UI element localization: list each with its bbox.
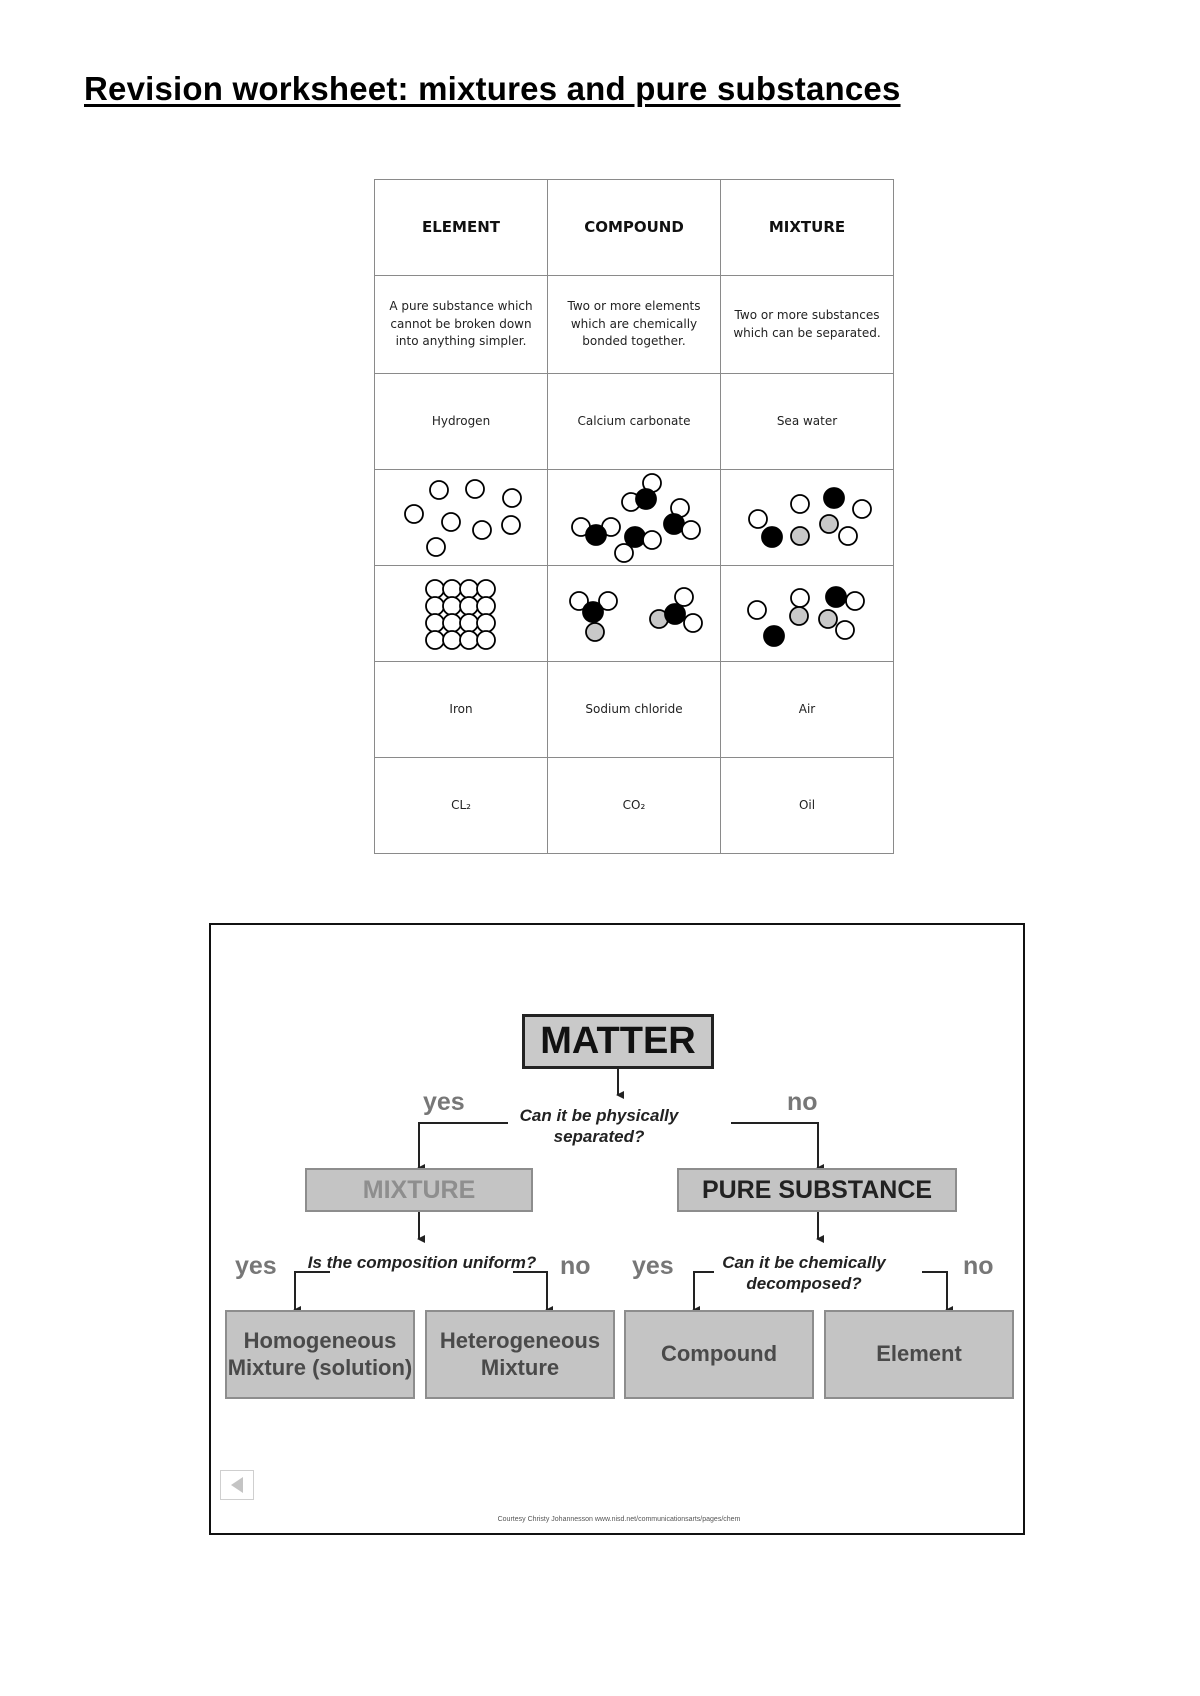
question-physical-separation: Can it be physically separated? [519,1106,679,1147]
example-sea-water: Sea water [720,373,894,470]
formula-cl2: CL₂ [374,757,548,854]
header-compound: COMPOUND [547,179,721,276]
particle-row-1 [374,469,894,566]
heterogeneous-mixture-box: Heterogeneous Mixture [425,1310,615,1399]
no-label-physical: no [787,1088,818,1116]
no-label-decompose: no [963,1252,994,1280]
example-hydrogen: Hydrogen [374,373,548,470]
example-row: Hydrogen Calcium carbonate Sea water [374,373,894,470]
example-calcium-carbonate: Calcium carbonate [547,373,721,470]
header-mixture: MIXTURE [720,179,894,276]
no-label-uniform: no [560,1252,591,1280]
formula-row: CL₂ CO₂ Oil [374,757,894,854]
example-air: Air [720,661,894,758]
particles-compound-gas [547,469,721,566]
particles-mixture-gas [720,469,894,566]
page-title: Revision worksheet: mixtures and pure su… [84,70,901,107]
example-row-2: Iron Sodium chloride Air [374,661,894,758]
definition-mixture: Two or more substances which can be sepa… [720,275,894,374]
homogeneous-mixture-box: Homogeneous Mixture (solution) [225,1310,415,1399]
worksheet-table: ELEMENT COMPOUND MIXTURE A pure substanc… [374,179,894,854]
particles-element-gas [374,469,548,566]
yes-label-uniform: yes [235,1252,277,1280]
definition-element: A pure substance which cannot be broken … [374,275,548,374]
definition-compound: Two or more elements which are chemicall… [547,275,721,374]
mixture-box: MIXTURE [305,1168,533,1212]
yes-label-decompose: yes [632,1252,674,1280]
example-iron: Iron [374,661,548,758]
question-uniform-composition: Is the composition uniform? [307,1253,537,1272]
particles-compound-solid [547,565,721,662]
slide-credit: Courtesy Christy Johannesson www.nisd.ne… [497,1516,741,1523]
formula-co2: CO₂ [547,757,721,854]
particles-mixture-air [720,565,894,662]
flowchart-connectors [293,1069,953,1314]
particles-element-solid [374,565,548,662]
compound-box: Compound [624,1310,814,1399]
header-element: ELEMENT [374,179,548,276]
header-row: ELEMENT COMPOUND MIXTURE [374,179,894,276]
question-chemical-decomposition: Can it be chemically decomposed? [722,1253,886,1294]
particle-row-2 [374,565,894,662]
definition-row: A pure substance which cannot be broken … [374,275,894,374]
matter-box: MATTER [522,1014,714,1069]
previous-slide-icon[interactable] [220,1470,254,1500]
example-oil: Oil [720,757,894,854]
example-sodium-chloride: Sodium chloride [547,661,721,758]
matter-flowchart: MATTER yes no Can it be physically separ… [209,923,1025,1535]
yes-label-physical: yes [423,1088,465,1116]
pure-substance-box: PURE SUBSTANCE [677,1168,957,1212]
element-box: Element [824,1310,1014,1399]
